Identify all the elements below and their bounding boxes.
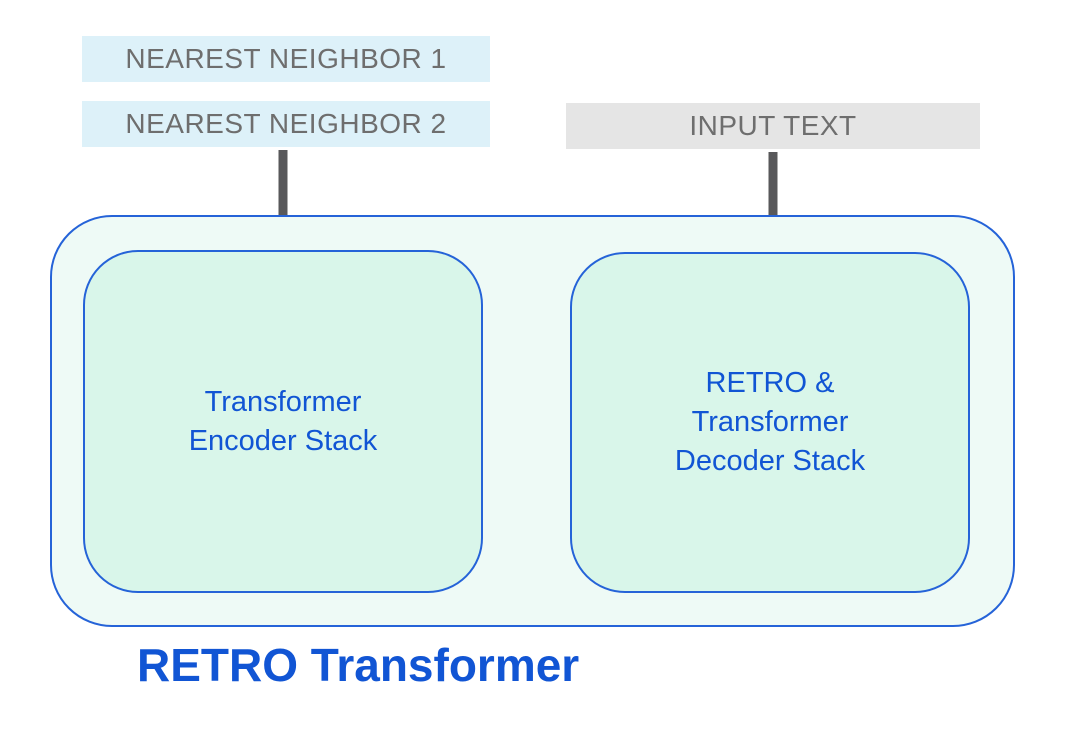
- encoder-label-line1: Transformer: [204, 385, 362, 418]
- decoder-label-line2: Transformer: [691, 406, 849, 438]
- nearest-neighbor-2-text: NEAREST NEIGHBOR 2: [125, 108, 447, 139]
- decoder-label-line1: RETRO &: [705, 367, 835, 399]
- diagram-title: RETRO Transformer: [137, 639, 580, 691]
- retro-transformer-decoder-stack-box: RETRO & Transformer Decoder Stack: [570, 252, 970, 593]
- transformer-encoder-stack-box: Transformer Encoder Stack: [83, 250, 483, 593]
- nearest-neighbor-1-label: NEAREST NEIGHBOR 1: [82, 36, 490, 82]
- input-text-label: INPUT TEXT: [566, 103, 980, 149]
- decoder-label-line3: Decoder Stack: [674, 445, 866, 477]
- nearest-neighbor-1-text: NEAREST NEIGHBOR 1: [125, 43, 447, 74]
- encoder-label-line2: Encoder Stack: [188, 424, 378, 457]
- input-text-text: INPUT TEXT: [689, 110, 857, 141]
- nearest-neighbor-2-label: NEAREST NEIGHBOR 2: [82, 101, 490, 147]
